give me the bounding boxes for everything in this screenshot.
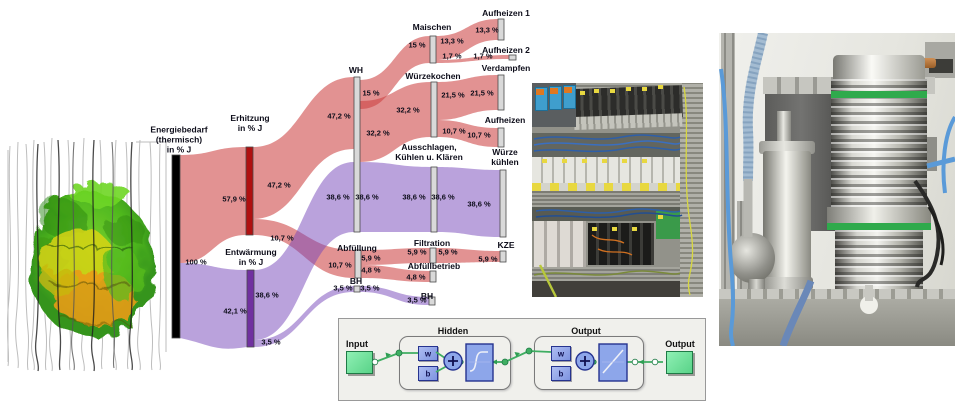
cabinet-wires <box>533 85 694 297</box>
sankey-flow-label: 3,5 % <box>407 295 427 305</box>
column-flange <box>827 207 931 223</box>
sankey-flow-label: 13,3 % <box>475 25 499 35</box>
orange-label <box>564 87 572 93</box>
sankey-flow-label: 38,6 % <box>431 192 455 202</box>
table-surface <box>719 295 955 346</box>
sankey-node-label: BH <box>349 276 363 287</box>
sankey-flow-label: 5,9 % <box>407 247 427 257</box>
sankey-node-label: Ausschlagen, Kühlen u. Klären <box>395 142 463 162</box>
isosurface-blob <box>24 177 150 333</box>
sankey-flow-label: 42,1 % <box>223 306 247 316</box>
nn-b1-box: b <box>418 366 438 381</box>
sankey-flow-label: 32,2 % <box>396 105 420 115</box>
sankey-node-label: Abfüllung <box>337 243 377 254</box>
green-band-2 <box>827 223 931 230</box>
sankey-node-label: Entwärmung in % J <box>225 247 277 267</box>
sankey-flow-label: 21,5 % <box>470 88 494 98</box>
sankey-node-label: Aufheizen 2 <box>482 45 530 56</box>
sankey-node-label: Maischen <box>412 22 452 33</box>
sankey-flow-label: 13,3 % <box>440 36 464 46</box>
sankey-flow-label: 57,9 % <box>222 194 246 204</box>
sankey-node-label: BH <box>420 291 434 302</box>
duct-mid <box>532 191 680 207</box>
sankey-flow-label: 38,6 % <box>355 192 379 202</box>
sankey-flow-label: 38,6 % <box>255 290 279 300</box>
sankey-flow-label: 3,5 % <box>333 283 353 293</box>
sankey-node-label: Energiebedarf (thermisch) in % J <box>150 124 208 154</box>
table-frame <box>719 289 955 299</box>
sankey-flow-label: 1,7 % <box>442 51 462 61</box>
sankey-flow-label: 5,9 % <box>438 247 458 257</box>
sankey-flow-label: 5,9 % <box>478 254 498 264</box>
sankey-flow-label: 10,7 % <box>467 130 491 140</box>
sankey-node-label: Aufheizen 1 <box>482 8 530 19</box>
bottom-shadow <box>532 281 680 297</box>
sankey-node-label: Filtration <box>413 238 451 249</box>
yellow-labels-row <box>532 183 680 191</box>
sankey-node-label: Aufheizen <box>484 115 526 126</box>
sankey-flow-label: 3,5 % <box>261 337 281 347</box>
sankey-node-label: Würze kühlen <box>491 147 519 167</box>
sankey-flow-label: 15 % <box>362 88 380 98</box>
sankey-flow-label: 32,2 % <box>366 128 390 138</box>
sankey-flow-label: 4,8 % <box>361 265 381 275</box>
column-upper-ribs <box>831 79 927 211</box>
orange-label <box>550 88 558 94</box>
sankey-flow-label: 47,2 % <box>267 180 291 190</box>
nn-diagram: Input Hidden Output Output w b w b <box>338 318 706 401</box>
sankey-node-label: KZE <box>497 240 515 251</box>
cfd-visualization <box>6 137 169 372</box>
vessel-clamp-top <box>759 141 815 154</box>
sankey-flow-label: 4,8 % <box>406 272 426 282</box>
sankey-flow-label: 100 % <box>185 257 207 267</box>
sankey-flow-label: 10,7 % <box>442 126 466 136</box>
nn-connections <box>371 343 663 382</box>
nn-output-box <box>666 351 693 374</box>
nn-b2-box: b <box>551 366 571 381</box>
sankey-flow-label: 38,6 % <box>402 192 426 202</box>
green-band-1 <box>831 91 927 98</box>
sankey-flows-purple <box>180 162 500 349</box>
sankey-node-label: Abfüllbetrieb <box>407 261 461 272</box>
sankey-flow-label: 5,9 % <box>361 253 381 263</box>
sankey-node-label: Würzekochen <box>405 71 461 82</box>
sankey-node-label: Verdampfen <box>481 63 531 74</box>
nn-output-label: Output <box>665 339 695 349</box>
equip-tubes <box>719 33 955 346</box>
streamlines-front <box>34 139 134 372</box>
nn-output-group-label: Output <box>571 326 601 336</box>
nn-input-label: Input <box>346 339 368 349</box>
nn-w2-box: w <box>551 346 571 361</box>
sankey-flow-label: 38,6 % <box>326 192 350 202</box>
equipment-photo <box>719 33 955 346</box>
sankey-node-label: WH <box>348 65 364 76</box>
sankey-flow-label: 10,7 % <box>270 233 294 243</box>
sankey-flow-label: 3,5 % <box>360 283 380 293</box>
sankey-node-label: Erhitzung in % J <box>230 113 270 133</box>
vessel-neck <box>777 111 791 147</box>
sankey-flow-label: 47,2 % <box>327 111 351 121</box>
control-cabinet-photo <box>532 83 703 297</box>
sankey-flow-label: 10,7 % <box>328 260 352 270</box>
black-relays <box>588 223 654 265</box>
orange-label <box>536 89 544 95</box>
nn-hidden-label: Hidden <box>437 326 469 336</box>
vessel-clamp-bottom <box>761 277 813 290</box>
sankey-flow-label: 21,5 % <box>441 90 465 100</box>
white-modules <box>534 221 586 267</box>
sankey-nodes <box>171 18 517 348</box>
pump-elbow <box>729 233 775 283</box>
column-lid <box>833 55 925 81</box>
sankey-flows-red <box>180 19 509 282</box>
sankey-flow-label: 38,6 % <box>467 199 491 209</box>
sankey-flow-label: 15 % <box>408 40 426 50</box>
sankey-flow-label: 1,7 % <box>473 51 493 61</box>
